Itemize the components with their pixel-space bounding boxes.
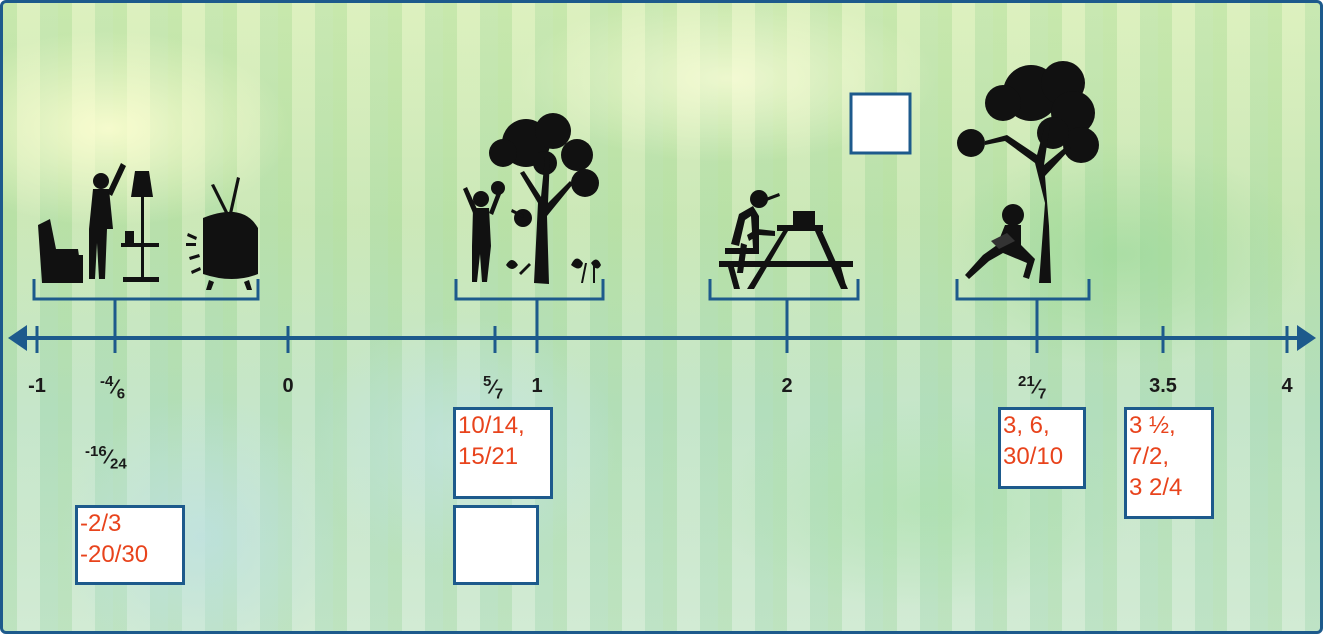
- picnic-table-scene-icon: [719, 190, 853, 289]
- answer-box-three-half: 3 ½, 7/2, 3 2/4: [1124, 407, 1214, 519]
- bracket-scene-2: [456, 279, 603, 308]
- axis-ticks: [37, 308, 1287, 353]
- top-blank-box: [851, 94, 910, 153]
- tv-lamp-scene-icon: [38, 163, 258, 290]
- answer-box-five-sevenths: 10/14, 15/21: [453, 407, 553, 499]
- bracket-scene-4: [957, 279, 1089, 308]
- tick-label-five-sevenths: 5⁄7: [483, 373, 503, 403]
- left-arrow-icon: [8, 325, 27, 351]
- scene-brackets: [34, 279, 1089, 308]
- tree-children-scene-icon: [463, 113, 601, 284]
- tick-label-two: 2: [781, 375, 792, 398]
- blank-box-lower: [453, 505, 539, 585]
- tree-reading-scene-icon: [957, 61, 1099, 283]
- bracket-scene-3: [710, 279, 858, 308]
- tick-label-one: 1: [531, 375, 542, 398]
- answer-box-three: 3, 6, 30/10: [998, 407, 1086, 489]
- equivalent-label-neg16-24: -16⁄24: [85, 443, 127, 473]
- right-arrow-icon: [1297, 325, 1316, 351]
- answer-box-neg-two-thirds: -2/3 -20/30: [75, 505, 185, 585]
- tick-label-neg1: -1: [28, 375, 46, 398]
- number-line-diagram: [3, 3, 1320, 631]
- tick-label-twentyone-sevenths: 21⁄7: [1018, 373, 1046, 403]
- tick-label-neg4-6: -4⁄6: [100, 373, 125, 403]
- tick-label-three-five: 3.5: [1149, 375, 1177, 398]
- tick-label-zero: 0: [282, 375, 293, 398]
- bracket-scene-1: [34, 279, 258, 308]
- tick-label-four: 4: [1281, 375, 1292, 398]
